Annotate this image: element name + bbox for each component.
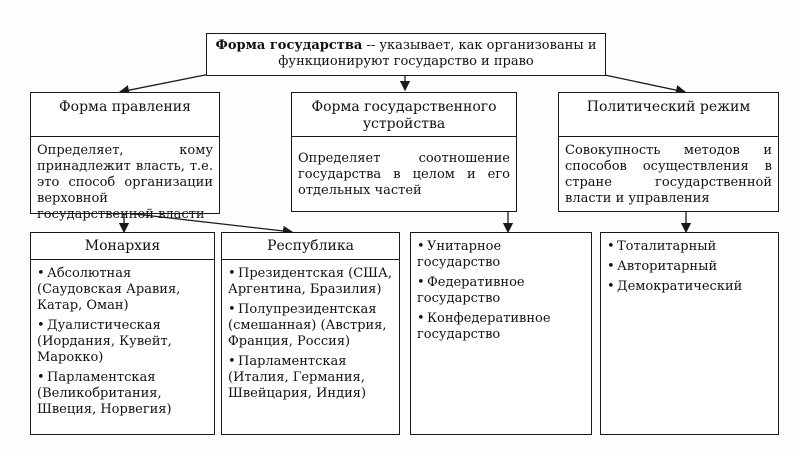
structure-types-box: •Унитарное государство •Федеративное гос… <box>410 232 592 435</box>
bullet-icon: • <box>37 370 45 385</box>
arrow-root-to-political-regime <box>599 73 687 96</box>
root-definition: -- указывает, как организованы и функцио… <box>278 38 597 69</box>
bullet-icon: • <box>417 311 425 326</box>
political-regime-description: Совокупность методов и способов осуществ… <box>558 136 779 212</box>
bullet-icon: • <box>607 279 615 294</box>
list-item: •Унитарное государство <box>417 239 502 270</box>
root-box: Форма государства -- указывает, как орга… <box>206 33 606 76</box>
list-item: •Авторитарный <box>607 259 718 274</box>
bullet-icon: • <box>228 354 236 369</box>
arrow-root-to-government-form <box>118 73 211 96</box>
monarchy-list: •Абсолютная (Саудовская Аравия, Катар, О… <box>31 260 214 418</box>
regime-types-list: •Тоталитарный •Авторитарный •Демократиче… <box>601 233 778 295</box>
list-item: •Тоталитарный <box>607 239 717 254</box>
bullet-icon: • <box>417 239 425 254</box>
bullet-icon: • <box>607 259 615 274</box>
root-term: Форма государства <box>215 38 363 53</box>
list-item: •Абсолютная (Саудовская Аравия, Катар, О… <box>37 266 181 313</box>
list-item: •Парламентская (Италия, Германия, Швейца… <box>228 354 367 401</box>
bullet-icon: • <box>37 318 45 333</box>
republic-list: •Президентская (США, Аргентина, Бразилия… <box>222 260 399 402</box>
state-structure-title: Форма государственного устройства <box>311 99 497 132</box>
bullet-icon: • <box>228 302 236 317</box>
republic-title: Республика <box>222 233 399 260</box>
political-regime-header: Политический режим <box>558 92 779 137</box>
list-item: •Федеративное государство <box>417 275 525 306</box>
list-item: •Демократический <box>607 279 743 294</box>
government-form-description: Определяет, кому принадлежит власть, т.е… <box>30 136 220 222</box>
bullet-icon: • <box>607 239 615 254</box>
list-item: •Полупрезидентская (смешанная) (Австрия,… <box>228 302 387 349</box>
list-item: •Конфедеративное государство <box>417 311 551 342</box>
monarchy-box: Монархия •Абсолютная (Саудовская Аравия,… <box>30 232 215 435</box>
bullet-icon: • <box>417 275 425 290</box>
monarchy-title: Монархия <box>31 233 214 260</box>
state-structure-description: Определяет соотношение государства в цел… <box>291 136 517 212</box>
state-structure-header: Форма государственного устройства <box>291 92 517 137</box>
bullet-icon: • <box>228 266 236 281</box>
list-item: •Дуалистическая (Иордания, Кувейт, Марок… <box>37 318 172 365</box>
republic-box: Республика •Президентская (США, Аргентин… <box>221 232 400 435</box>
government-form-title: Форма правления <box>59 99 191 115</box>
bullet-icon: • <box>37 266 45 281</box>
list-item: •Парламентская (Великобритания, Швеция, … <box>37 370 172 417</box>
political-regime-title: Политический режим <box>586 99 751 115</box>
regime-types-box: •Тоталитарный •Авторитарный •Демократиче… <box>600 232 779 435</box>
structure-types-list: •Унитарное государство •Федеративное гос… <box>411 233 591 343</box>
arrow-government-to-republic <box>134 213 294 237</box>
list-item: •Президентская (США, Аргентина, Бразилия… <box>228 266 392 297</box>
government-form-header: Форма правления <box>30 92 220 137</box>
